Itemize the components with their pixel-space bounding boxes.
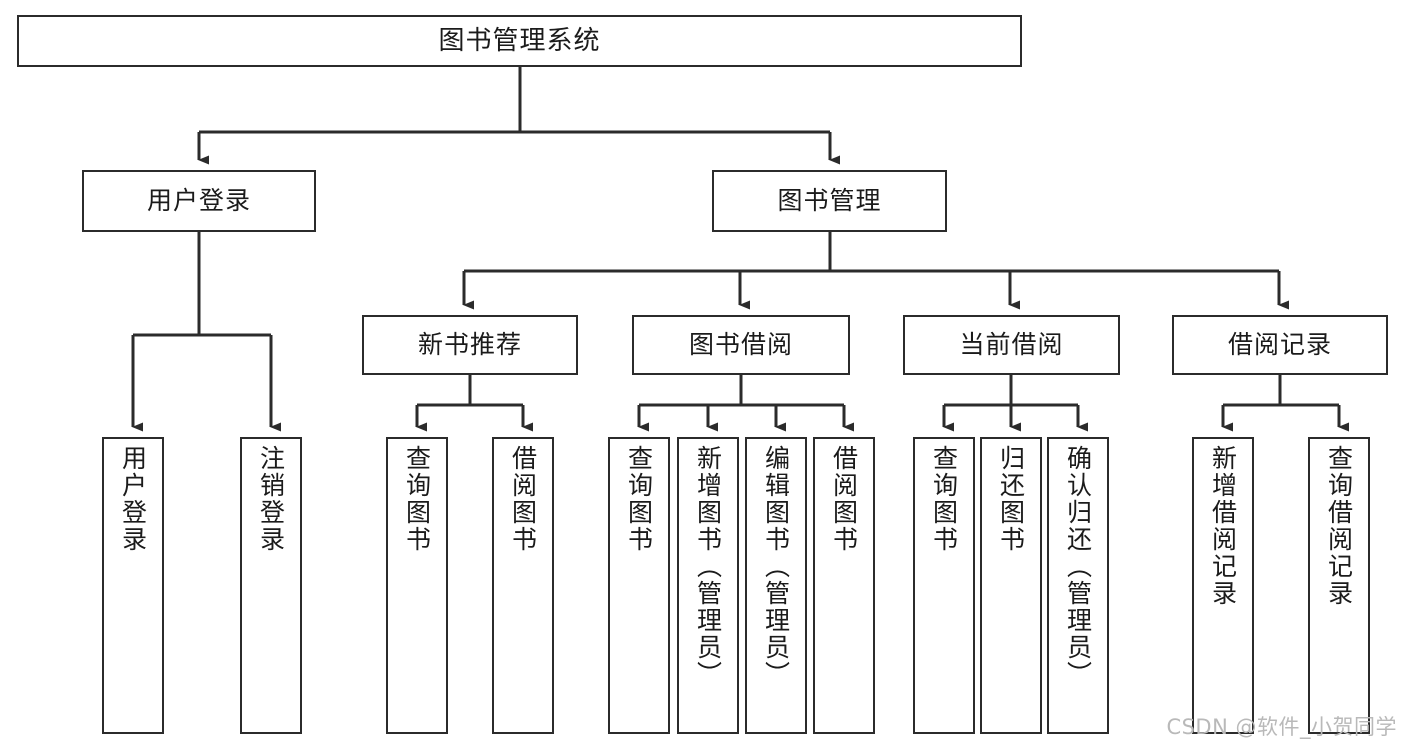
- leaf-new-book-query[interactable]: 查询图书: [386, 437, 448, 734]
- node-user-login[interactable]: 用户登录: [82, 170, 316, 232]
- node-borrow-record[interactable]: 借阅记录: [1172, 315, 1388, 375]
- node-current-borrow[interactable]: 当前借阅: [903, 315, 1120, 375]
- node-book-borrow[interactable]: 图书借阅: [632, 315, 850, 375]
- csdn-watermark: CSDN @软件_小贺同学: [1166, 715, 1397, 739]
- leaf-user-login-login[interactable]: 用户登录: [102, 437, 164, 734]
- leaf-new-book-borrow[interactable]: 借阅图书: [492, 437, 554, 734]
- leaf-borrow-record-add-label: 新增借阅记录: [1208, 445, 1238, 607]
- leaf-current-borrow-return-label: 归还图书: [996, 445, 1026, 553]
- node-book-manage[interactable]: 图书管理: [712, 170, 947, 232]
- leaf-book-borrow-add[interactable]: 新增图书（管理员）: [677, 437, 739, 734]
- leaf-current-borrow-confirm[interactable]: 确认归还（管理员）: [1047, 437, 1109, 734]
- leaf-book-borrow-query-label: 查询图书: [624, 445, 654, 553]
- leaf-borrow-record-query[interactable]: 查询借阅记录: [1308, 437, 1370, 734]
- leaf-current-borrow-query[interactable]: 查询图书: [913, 437, 975, 734]
- node-new-book-recommend[interactable]: 新书推荐: [362, 315, 578, 375]
- leaf-book-borrow-query[interactable]: 查询图书: [608, 437, 670, 734]
- node-root-system[interactable]: 图书管理系统: [17, 15, 1022, 67]
- leaf-borrow-record-add[interactable]: 新增借阅记录: [1192, 437, 1254, 734]
- node-book-manage-label: 图书管理: [777, 186, 882, 216]
- node-user-login-label: 用户登录: [146, 186, 251, 216]
- leaf-book-borrow-borrow[interactable]: 借阅图书: [813, 437, 875, 734]
- leaf-user-login-login-label: 用户登录: [118, 445, 148, 553]
- node-book-borrow-label: 图书借阅: [688, 330, 793, 360]
- leaf-user-login-logout-label: 注销登录: [256, 445, 286, 553]
- node-new-book-recommend-label: 新书推荐: [417, 330, 522, 360]
- leaf-user-login-logout[interactable]: 注销登录: [240, 437, 302, 734]
- leaf-new-book-query-label: 查询图书: [402, 445, 432, 553]
- leaf-current-borrow-confirm-label: 确认归还（管理员）: [1063, 445, 1093, 688]
- leaf-current-borrow-return[interactable]: 归还图书: [980, 437, 1042, 734]
- leaf-new-book-borrow-label: 借阅图书: [508, 445, 538, 553]
- leaf-current-borrow-query-label: 查询图书: [929, 445, 959, 553]
- leaf-book-borrow-edit-label: 编辑图书（管理员）: [761, 445, 791, 688]
- leaf-borrow-record-query-label: 查询借阅记录: [1324, 445, 1354, 607]
- leaf-book-borrow-borrow-label: 借阅图书: [829, 445, 859, 553]
- node-current-borrow-label: 当前借阅: [959, 330, 1064, 360]
- leaf-book-borrow-edit[interactable]: 编辑图书（管理员）: [745, 437, 807, 734]
- node-root-system-label: 图书管理系统: [438, 25, 601, 56]
- node-borrow-record-label: 借阅记录: [1227, 330, 1332, 360]
- leaf-book-borrow-add-label: 新增图书（管理员）: [693, 445, 723, 688]
